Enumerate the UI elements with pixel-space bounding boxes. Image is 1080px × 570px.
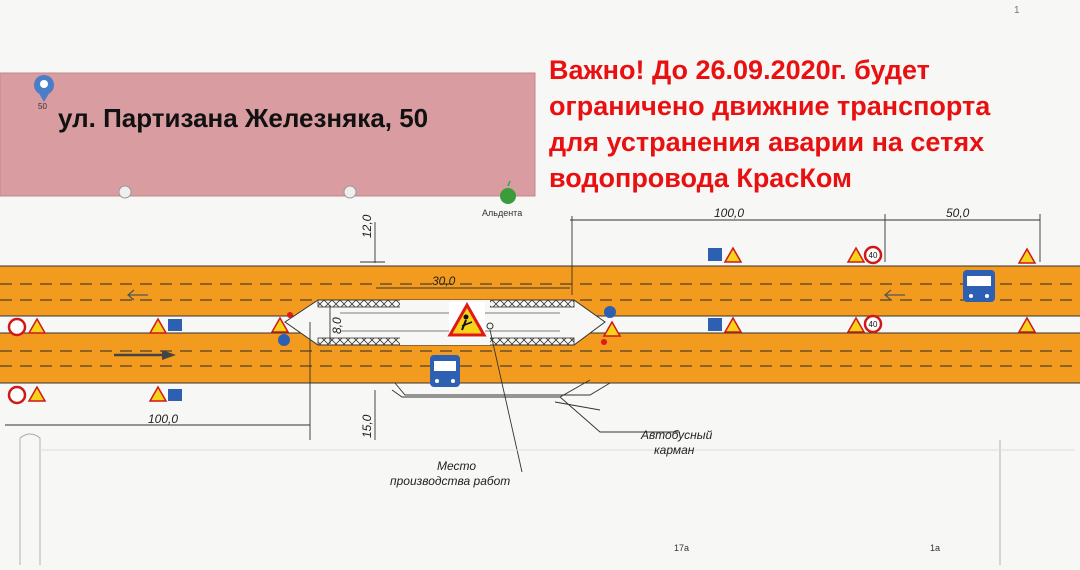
bus-pocket-label: карман (654, 443, 695, 457)
bus-pocket (394, 382, 611, 396)
sign-group-left-bottom (7, 385, 182, 405)
dimension-bottom-left: 100,0 (148, 412, 179, 426)
roadworks-sign (447, 301, 487, 338)
dimension-vertical-top: 12,0 (360, 214, 374, 238)
dimension-top-right: 50,0 (946, 206, 970, 220)
bus-pocket-label: Автобусный (641, 428, 713, 442)
sign-group-work-right (601, 306, 622, 345)
work-site-label: Место (437, 459, 477, 473)
page-number: 1 (1014, 5, 1020, 16)
bus-icon-work (430, 355, 460, 387)
work-zone-fence (284, 299, 606, 346)
building-number-bottom: 1а (930, 543, 941, 553)
sign-group-right-top (708, 245, 1037, 265)
notice-line: ограничено движние транспорта (549, 91, 991, 121)
dimension-top-left: 100,0 (714, 206, 745, 220)
dimension-lines (5, 214, 1041, 473)
apple-icon (500, 180, 516, 204)
building-edge (0, 72, 536, 197)
notice-line: для устранения аварии на сетях (549, 127, 985, 157)
building-number: 50 (38, 102, 47, 111)
direction-arrow-left (126, 289, 905, 301)
speed-limit-top: 40 (869, 251, 878, 260)
work-site-label: производства работ (390, 474, 511, 488)
poi-icon (118, 185, 132, 199)
shop-label: Альдента (482, 208, 523, 218)
lane-markings (0, 283, 1080, 367)
direction-arrow-right (114, 350, 176, 360)
sign-group-right-bottom (708, 314, 1037, 334)
bus-icon-right (963, 270, 995, 302)
notice-line: Важно! До 26.09.2020г. будет (549, 55, 930, 85)
speed-limit-bottom: 40 (869, 320, 878, 329)
notice-text: Важно! До 26.09.2020г. будет ограничено … (549, 52, 1074, 196)
poi-icon (343, 185, 357, 199)
dimension-vertical-bottom: 15,0 (360, 414, 374, 438)
dimension-lane-width: 8,0 (330, 317, 344, 334)
street-label: ул. Партизана Железняка, 50 (58, 103, 429, 133)
sign-group-left-top (7, 317, 182, 337)
notice-line: водопровода КрасКом (549, 163, 852, 193)
dimension-work-zone: 30,0 (432, 274, 456, 288)
building-block (0, 73, 535, 196)
sign-group-work-left (270, 312, 293, 346)
map-pin-icon (34, 75, 54, 102)
bottom-structures (19, 433, 1075, 565)
building-number-bottom: 17а (674, 543, 690, 553)
